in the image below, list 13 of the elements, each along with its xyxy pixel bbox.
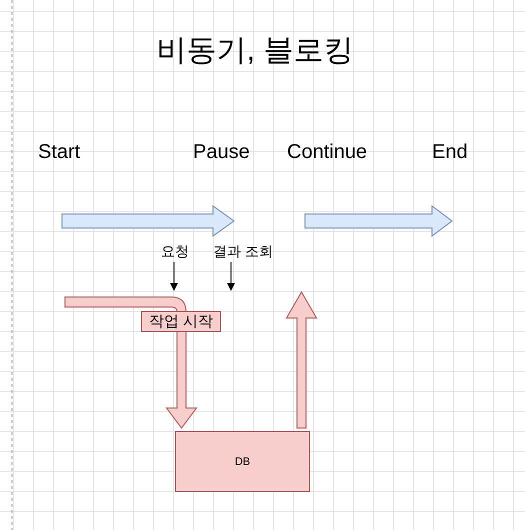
step-label: 결과 조회 [213, 243, 273, 261]
step-label: 요청 [161, 243, 189, 261]
block-arrow [286, 291, 318, 428]
phase-label: Pause [193, 141, 250, 164]
phase-label: End [432, 141, 468, 164]
title: 비동기, 블로킹 [156, 33, 354, 69]
process-box: 작업 시작 [141, 311, 221, 332]
block-arrow [64, 296, 197, 428]
arrow [227, 262, 235, 291]
arrow [170, 262, 178, 291]
phase-label: Continue [287, 141, 368, 164]
phase-label: Start [38, 141, 80, 164]
database-box: DB [175, 431, 310, 492]
